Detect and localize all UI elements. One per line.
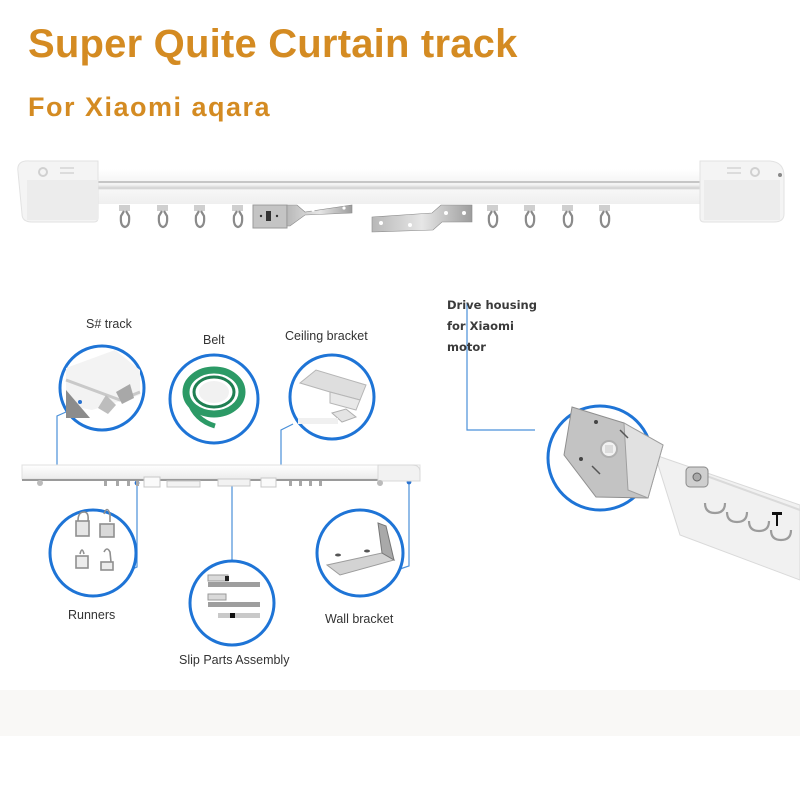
runners-circle xyxy=(48,508,138,598)
slip-parts-circle xyxy=(188,559,276,647)
drive-housing-label-line-2: for Xiaomi xyxy=(447,319,514,333)
belt-circle xyxy=(168,353,260,445)
runner xyxy=(119,205,131,229)
runner xyxy=(232,205,244,229)
wall-bracket-circle xyxy=(315,508,405,598)
runner xyxy=(562,205,574,229)
slider-bracket-left xyxy=(252,204,353,229)
label-runners: Runners xyxy=(68,608,116,622)
label-wall-bracket: Wall bracket xyxy=(325,612,394,626)
drive-housing-label-line-3: motor xyxy=(447,340,486,354)
drive-housing-image xyxy=(546,404,800,581)
footer-band xyxy=(0,690,800,736)
left-end-cap xyxy=(17,160,99,223)
drive-housing-label: Drive housing for Xiaomi motor xyxy=(447,295,537,358)
exploded-track xyxy=(21,464,421,488)
page-title: Super Quite Curtain track xyxy=(28,22,518,66)
curtain-track-hero-image xyxy=(17,160,785,233)
ceiling-bracket-circle xyxy=(288,353,376,441)
s-track-circle xyxy=(58,344,146,432)
label-slip-parts-assembly: Slip Parts Assembly xyxy=(179,653,290,667)
runner xyxy=(157,205,169,229)
runner xyxy=(487,205,499,229)
label-belt: Belt xyxy=(203,333,225,347)
page-subtitle: For Xiaomi aqara xyxy=(28,92,272,122)
drive-housing-label-line-1: Drive housing xyxy=(447,298,537,312)
right-end-cap xyxy=(699,160,785,223)
runner xyxy=(194,205,206,229)
label-ceiling-bracket: Ceiling bracket xyxy=(285,329,368,343)
runner xyxy=(524,205,536,229)
label-s-track: S# track xyxy=(86,317,132,331)
runner xyxy=(599,205,611,229)
slider-bracket-right xyxy=(371,204,473,233)
